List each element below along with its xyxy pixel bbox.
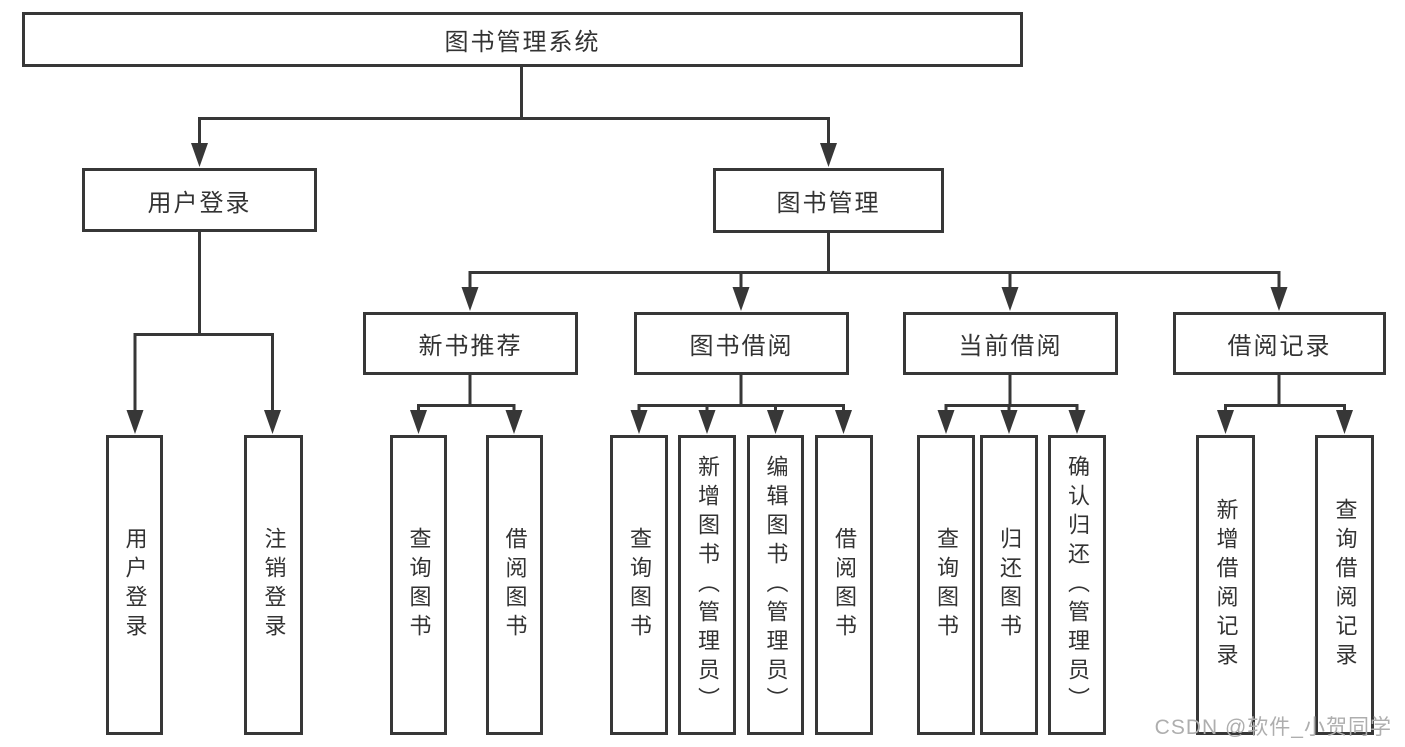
node-label: 查询图书 [627,527,652,643]
node-new-book-recommend: 新书推荐 [363,312,578,375]
leaf-query-book-borrow: 查询图书 [610,435,668,735]
arrowhead [1000,410,1018,434]
node-label: 用户登录 [122,527,148,643]
connector-current-borrow-branch [944,404,1079,413]
arrowhead [835,410,852,434]
leaf-borrow-book: 借阅图书 [815,435,873,735]
node-label: 新增图书（管理员） [695,454,720,716]
node-borrow-record: 借阅记录 [1173,312,1386,375]
arrowhead [1068,410,1086,434]
node-label: 图书管理 [776,190,881,217]
leaf-query-book-recommend: 查询图书 [390,435,447,735]
node-label: 借阅图书 [832,527,857,643]
connector-borrow-record-branch [1224,404,1346,413]
leaf-add-borrow-record: 新增借阅记录 [1196,435,1255,735]
node-label: 当前借阅 [958,333,1063,360]
leaf-query-book-current: 查询图书 [917,435,975,735]
arrowhead [767,410,784,434]
node-label: 归还图书 [997,527,1022,643]
arrowhead [698,410,716,434]
arrowhead [1336,410,1353,434]
connector-new-book-recommend-branch [417,404,516,413]
leaf-query-borrow-record: 查询借阅记录 [1315,435,1374,735]
node-root: 图书管理系统 [22,12,1023,67]
connector-level1-branch [198,117,830,145]
leaf-logout: 注销登录 [244,435,303,735]
leaf-borrow-book-recommend: 借阅图书 [486,435,543,735]
arrowhead [461,287,479,311]
node-label: 用户登录 [147,189,252,217]
connector-user-login-branch [133,333,274,413]
arrowhead [1270,287,1288,311]
connector-book-management-branch [468,271,1281,291]
leaf-add-book-admin: 新增图书（管理员） [678,435,736,735]
node-user-login: 用户登录 [82,168,317,232]
node-label: 图书借阅 [689,333,794,360]
arrowhead [126,410,144,434]
node-label: 查询图书 [406,527,432,643]
leaf-edit-book-admin: 编辑图书（管理员） [747,435,804,735]
node-label: 新增借阅记录 [1213,498,1239,672]
node-label: 编辑图书（管理员） [763,454,789,716]
node-label: 注销登录 [261,527,287,643]
arrowhead [1001,287,1019,311]
arrowhead [630,410,648,434]
watermark: CSDN @软件_小贺同学 [1154,716,1392,739]
node-label: 确认归还（管理员） [1065,454,1090,716]
node-label: 新书推荐 [418,333,523,360]
arrowhead [505,410,523,434]
node-label: 借阅图书 [502,527,528,643]
node-label: 图书管理系统 [444,29,601,56]
node-label: 查询借阅记录 [1332,498,1358,672]
node-book-borrow: 图书借阅 [634,312,849,375]
leaf-confirm-return-admin: 确认归还（管理员） [1048,435,1106,735]
node-book-management: 图书管理 [713,168,944,233]
leaf-user-login: 用户登录 [106,435,163,735]
arrowhead [264,410,281,434]
arrowhead [820,143,837,167]
node-label: 借阅记录 [1227,333,1332,360]
connector-book-borrow-branch [637,404,845,413]
node-label: 查询图书 [934,527,959,643]
node-current-borrow: 当前借阅 [903,312,1118,375]
arrowhead [1217,410,1234,434]
arrowhead [191,143,208,167]
arrowhead [732,287,750,311]
arrowhead [410,410,427,434]
leaf-return-book: 归还图书 [980,435,1038,735]
arrowhead [937,410,955,434]
